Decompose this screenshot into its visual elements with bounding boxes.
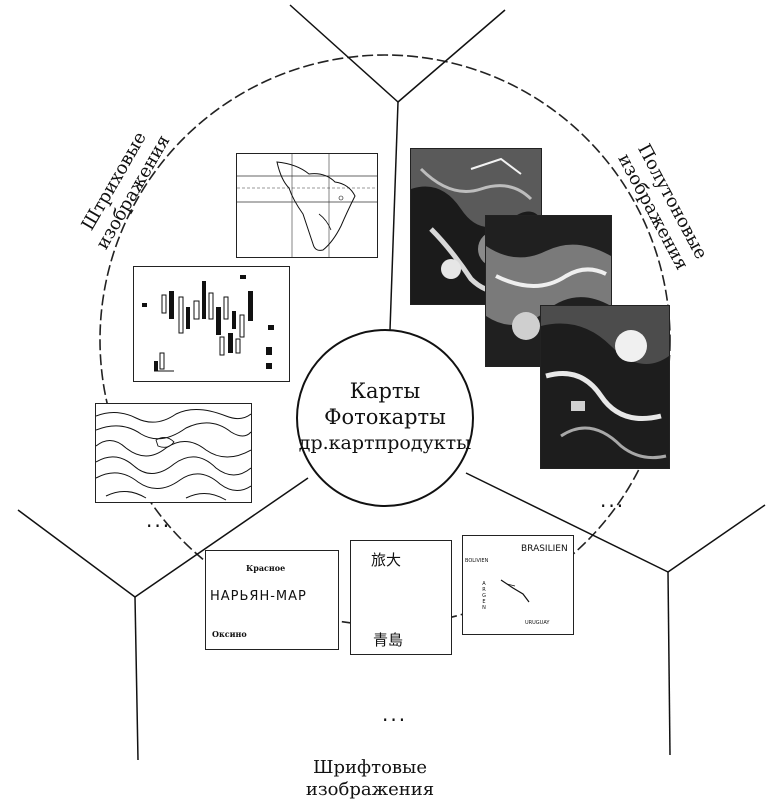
halftone-ellipsis: ... <box>600 488 626 512</box>
center-label-photomaps: Фотокарты <box>324 405 446 429</box>
russian-map-top-label: Красное <box>246 563 286 573</box>
aerial-photo-thumbnail-3 <box>540 305 670 469</box>
font-ellipsis: ... <box>382 702 408 726</box>
outer-circle <box>99 54 671 626</box>
brazil-map-vertical-label: ARGEN <box>481 581 487 611</box>
chinese-map-thumbnail: 旅大 青島 <box>350 540 452 655</box>
fork-top-left <box>289 4 399 103</box>
brazil-map-drawing <box>500 579 530 603</box>
fork-left-up <box>17 509 136 598</box>
center-label-other-products: др.картпродукты <box>298 432 472 454</box>
chinese-map-bottom-label: 青島 <box>373 631 404 649</box>
symbol-map-thumbnail <box>133 266 290 382</box>
center-label-maps: Карты <box>349 379 421 403</box>
font-label-line1: Шрифтовые <box>312 757 428 778</box>
brazil-map-bottom-label: URUGUAY <box>525 620 550 626</box>
line-art-ellipsis: ... <box>146 508 172 532</box>
brazil-map-thumbnail: BRASILIEN BOLIVIEN ARGEN URUGUAY <box>462 535 574 635</box>
divider-left <box>134 477 309 598</box>
contour-map-drawing <box>96 409 251 501</box>
brazil-map-title-label: BRASILIEN <box>521 544 568 554</box>
brazil-map-left-label: BOLIVIEN <box>465 558 489 564</box>
contour-map-thumbnail <box>95 403 252 503</box>
russian-map-thumbnail: Красное НАРЬЯН-МАР Оксино <box>205 550 339 650</box>
fork-right-down <box>667 571 671 756</box>
fork-right-up <box>667 504 766 573</box>
fork-top-right <box>397 9 506 103</box>
divider-top <box>389 101 399 331</box>
center-label: Карты Фотокарты др.картпродукты <box>290 378 480 456</box>
coastline-map-drawing <box>237 154 377 257</box>
divider-right <box>465 472 669 573</box>
font-sector-label: Шрифтовые изображения <box>300 757 440 801</box>
chinese-map-top-label: 旅大 <box>371 551 402 569</box>
russian-map-bottom-label: Оксино <box>212 629 247 639</box>
font-label-line2: изображения <box>305 779 435 800</box>
aerial-photo-drawing-3 <box>541 306 669 468</box>
coastline-map-thumbnail <box>236 153 378 258</box>
inner-circle <box>296 329 474 507</box>
russian-map-main-label: НАРЬЯН-МАР <box>210 589 307 604</box>
fork-left-down <box>134 596 139 761</box>
symbol-map-drawing <box>142 275 274 372</box>
